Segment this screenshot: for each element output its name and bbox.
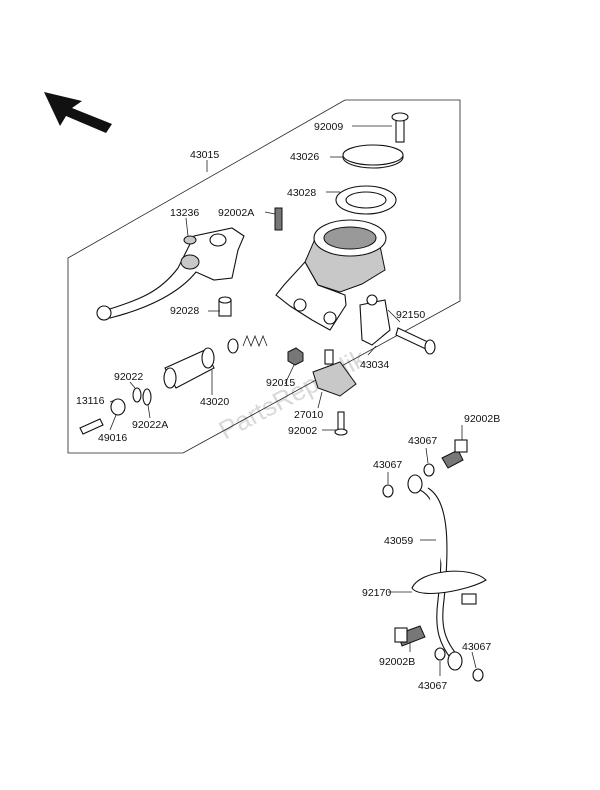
cap-screw-92009 [391, 112, 409, 143]
push-rod-13116 [79, 418, 104, 435]
hose-clamp-92170 [411, 570, 487, 605]
label-43026: 43026 [290, 151, 319, 163]
label-92002B-bottom: 92002B [379, 656, 415, 668]
washer-43067-c [434, 647, 446, 661]
label-13236: 13236 [170, 207, 199, 219]
seal-92022A [142, 388, 152, 406]
washer-43067-b [382, 484, 394, 498]
piston-kit-43020 [163, 334, 268, 389]
reservoir-cap-43026 [342, 144, 404, 169]
label-43059: 43059 [384, 535, 413, 547]
nut-92015 [287, 347, 304, 366]
washer-43067-a [423, 463, 435, 477]
master-cylinder-body [275, 219, 387, 331]
label-49016: 49016 [98, 432, 127, 444]
label-43028: 43028 [287, 187, 316, 199]
label-13116: 13116 [76, 395, 105, 407]
clamp-43034 [359, 294, 391, 346]
label-43067-c: 43067 [418, 680, 447, 692]
label-43067-b: 43067 [373, 459, 402, 471]
leader-lines [109, 125, 477, 676]
label-92022A: 92022A [132, 419, 168, 431]
label-92002: 92002 [288, 425, 317, 437]
banjo-bolt-92002B-top [441, 439, 468, 469]
label-43067-d: 43067 [462, 641, 491, 653]
label-92002A: 92002A [218, 207, 254, 219]
brake-lever-43015 [96, 227, 245, 321]
label-27010: 27010 [294, 409, 323, 421]
label-43067-a: 43067 [408, 435, 437, 447]
label-92170: 92170 [362, 587, 391, 599]
assembly-outline [67, 99, 461, 454]
diaphragm-43028 [335, 185, 397, 215]
boot-49016 [110, 398, 126, 416]
banjo-bolt-92002B-bottom [394, 625, 426, 647]
brake-switch-27010 [312, 349, 357, 397]
label-92022: 92022 [114, 371, 143, 383]
washer-43067-d [472, 668, 484, 682]
label-92028: 92028 [170, 305, 199, 317]
label-43020: 43020 [200, 396, 229, 408]
label-92150: 92150 [396, 309, 425, 321]
bleed-screw-92002A [274, 207, 283, 231]
front-direction-arrow-icon [44, 92, 112, 133]
label-92002B-top: 92002B [464, 413, 500, 425]
label-43015: 43015 [190, 149, 219, 161]
screw-92002 [334, 411, 348, 436]
pivot-bolt-92028 [218, 296, 232, 317]
seal-92022 [132, 387, 142, 403]
clamp-bolt-92150 [395, 327, 436, 355]
label-43034: 43034 [360, 359, 389, 371]
label-92009: 92009 [314, 121, 343, 133]
label-92015: 92015 [266, 377, 295, 389]
